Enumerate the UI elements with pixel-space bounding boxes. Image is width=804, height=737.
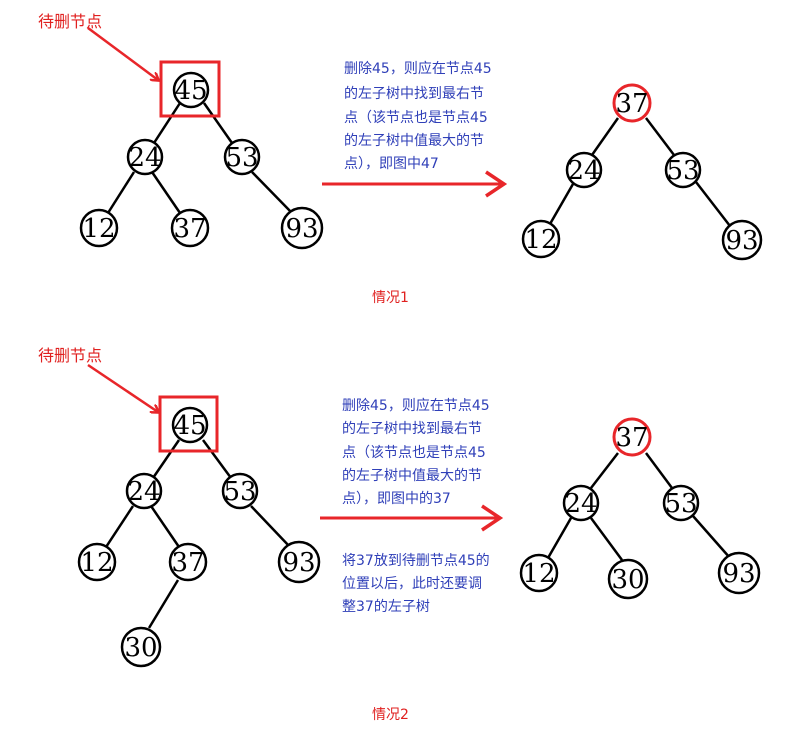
explanation-line: 删除45，则应在节点45 — [342, 397, 490, 414]
case2-explanation-2: 将37放到待删节点45的 位置以后，此时还要调 整37的左子树 — [342, 553, 490, 615]
svg-text:93: 93 — [722, 559, 755, 589]
tree-node: 37 — [168, 542, 208, 582]
case1-pointer-arrow — [87, 26, 158, 80]
tree-node: 53 — [664, 151, 702, 189]
case1-section: 待删节点 45 24 53 — [38, 12, 763, 306]
tree-node: 93 — [721, 219, 763, 261]
explanation-line: 删除45，则应在节点45 — [344, 60, 492, 77]
explanation-line: 整37的左子树 — [342, 599, 430, 615]
explanation-line: 点（该节点也是节点45 — [342, 445, 486, 461]
svg-text:24: 24 — [564, 489, 597, 519]
tree-node: 24 — [125, 472, 163, 510]
tree-node: 53 — [223, 138, 261, 176]
tree-node-highlighted: 37 — [612, 417, 652, 457]
case2-caption: 情况2 — [372, 707, 409, 723]
explanation-line: 的左子树中值最大的节 — [344, 133, 484, 149]
svg-text:53: 53 — [225, 143, 258, 173]
svg-text:37: 37 — [615, 89, 648, 119]
svg-text:45: 45 — [174, 76, 207, 106]
case1-before-tree: 45 24 53 12 37 93 — [79, 60, 324, 250]
explanation-line: 位置以后，此时还要调 — [342, 576, 482, 592]
tree-node: 45 — [172, 71, 210, 109]
explanation-line: 的左子树中找到最右节 — [344, 86, 484, 102]
case2-pointer-arrow — [87, 363, 158, 412]
svg-text:12: 12 — [82, 214, 115, 244]
explanation-line: 将37放到待删节点45的 — [342, 553, 490, 569]
case1-after-tree: 37 24 53 12 93 — [521, 83, 763, 261]
tree-node: 12 — [521, 219, 561, 259]
explanation-line: 点），即图中47 — [344, 156, 439, 172]
tree-node: 30 — [607, 558, 649, 600]
case2-after-tree: 37 24 53 12 30 93 — [519, 417, 761, 600]
tree-node: 24 — [126, 138, 164, 176]
svg-text:53: 53 — [666, 156, 699, 186]
explanation-line: 的左子树中值最大的节 — [342, 468, 482, 484]
tree-node: 53 — [221, 472, 259, 510]
tree-node: 24 — [562, 484, 600, 522]
svg-text:24: 24 — [128, 143, 161, 173]
case2-explanation: 删除45，则应在节点45 的左子树中找到最右节 点（该节点也是节点45 的左子树… — [342, 397, 490, 507]
svg-text:12: 12 — [522, 559, 555, 589]
case2-section: 待删节点 45 24 53 12 — [38, 346, 761, 723]
explanation-line: 的左子树中找到最右节 — [342, 421, 482, 437]
tree-node: 24 — [565, 151, 603, 189]
svg-text:37: 37 — [173, 214, 206, 244]
case1-pointer-label: 待删节点 — [38, 12, 102, 31]
case1-delete-highlight-box — [159, 60, 221, 118]
tree-node: 30 — [120, 626, 162, 668]
svg-text:53: 53 — [223, 477, 256, 507]
case1-caption: 情况1 — [372, 290, 409, 306]
svg-text:30: 30 — [124, 633, 157, 663]
svg-text:93: 93 — [282, 548, 315, 578]
case2-before-tree: 45 24 53 12 37 93 — [77, 395, 321, 668]
tree-node: 12 — [77, 542, 117, 582]
case2-pointer-label: 待删节点 — [38, 346, 102, 365]
tree-node: 53 — [662, 484, 700, 522]
tree-node: 93 — [717, 551, 761, 595]
svg-text:12: 12 — [80, 548, 113, 578]
svg-text:37: 37 — [171, 548, 204, 578]
svg-text:37: 37 — [615, 423, 648, 453]
svg-text:24: 24 — [127, 477, 160, 507]
tree-node: 12 — [519, 553, 559, 593]
svg-text:93: 93 — [725, 226, 758, 256]
tree-node: 12 — [79, 208, 119, 248]
tree-node: 37 — [170, 208, 210, 248]
explanation-line: 点（该节点也是节点45 — [344, 110, 488, 126]
explanation-line: 点），即图中的37 — [342, 491, 451, 507]
tree-node: 45 — [171, 406, 209, 444]
tree-node: 93 — [280, 206, 324, 250]
svg-text:93: 93 — [285, 214, 318, 244]
case1-explanation: 删除45，则应在节点45 的左子树中找到最右节 点（该节点也是节点45 的左子树… — [344, 60, 492, 172]
svg-text:45: 45 — [173, 411, 206, 441]
svg-text:53: 53 — [664, 489, 697, 519]
svg-text:12: 12 — [524, 225, 557, 255]
tree-node-highlighted: 37 — [612, 83, 652, 123]
tree-node: 93 — [277, 540, 321, 584]
case2-delete-highlight-box — [158, 395, 219, 453]
svg-text:24: 24 — [567, 156, 600, 186]
svg-text:30: 30 — [611, 565, 644, 595]
